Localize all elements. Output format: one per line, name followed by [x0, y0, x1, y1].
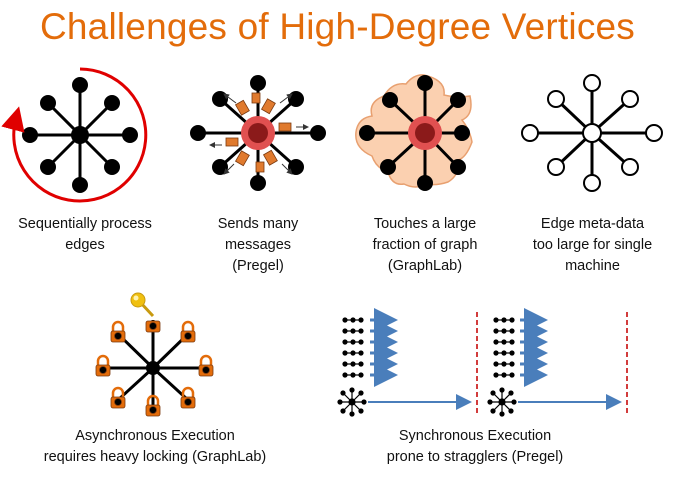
high-degree-worker-icons: [337, 387, 517, 417]
rotation-arrow-icon: [1, 67, 148, 203]
messages-star-graph: [190, 75, 326, 191]
caption-async: Asynchronous Execution requires heavy lo…: [43, 428, 267, 465]
caption-touches: Touches a large fraction of graph (Graph…: [372, 216, 478, 274]
async-locked-graph: [95, 292, 214, 417]
caption-metadata: Edge meta-data too large for single mach…: [532, 216, 653, 274]
caption-messages: Sends many messages (Pregel): [217, 216, 299, 274]
small-worker-chains: [342, 308, 548, 387]
key-icon: [130, 292, 155, 318]
sequential-star-graph: [22, 77, 138, 193]
metadata-star-graph: [521, 74, 663, 192]
page-title: Challenges of High-Degree Vertices: [39, 6, 635, 47]
caption-sequential: Sequentially process edges: [18, 216, 152, 253]
touches-star-graph: [355, 74, 473, 191]
barrier-lines: [476, 312, 628, 414]
message-envelope-icons: [225, 92, 292, 173]
top-lock-icon: [145, 320, 161, 333]
sync-stragglers: [337, 308, 628, 417]
caption-sync: Synchronous Execution prone to straggler…: [386, 428, 564, 465]
lock-icons: [95, 320, 214, 417]
